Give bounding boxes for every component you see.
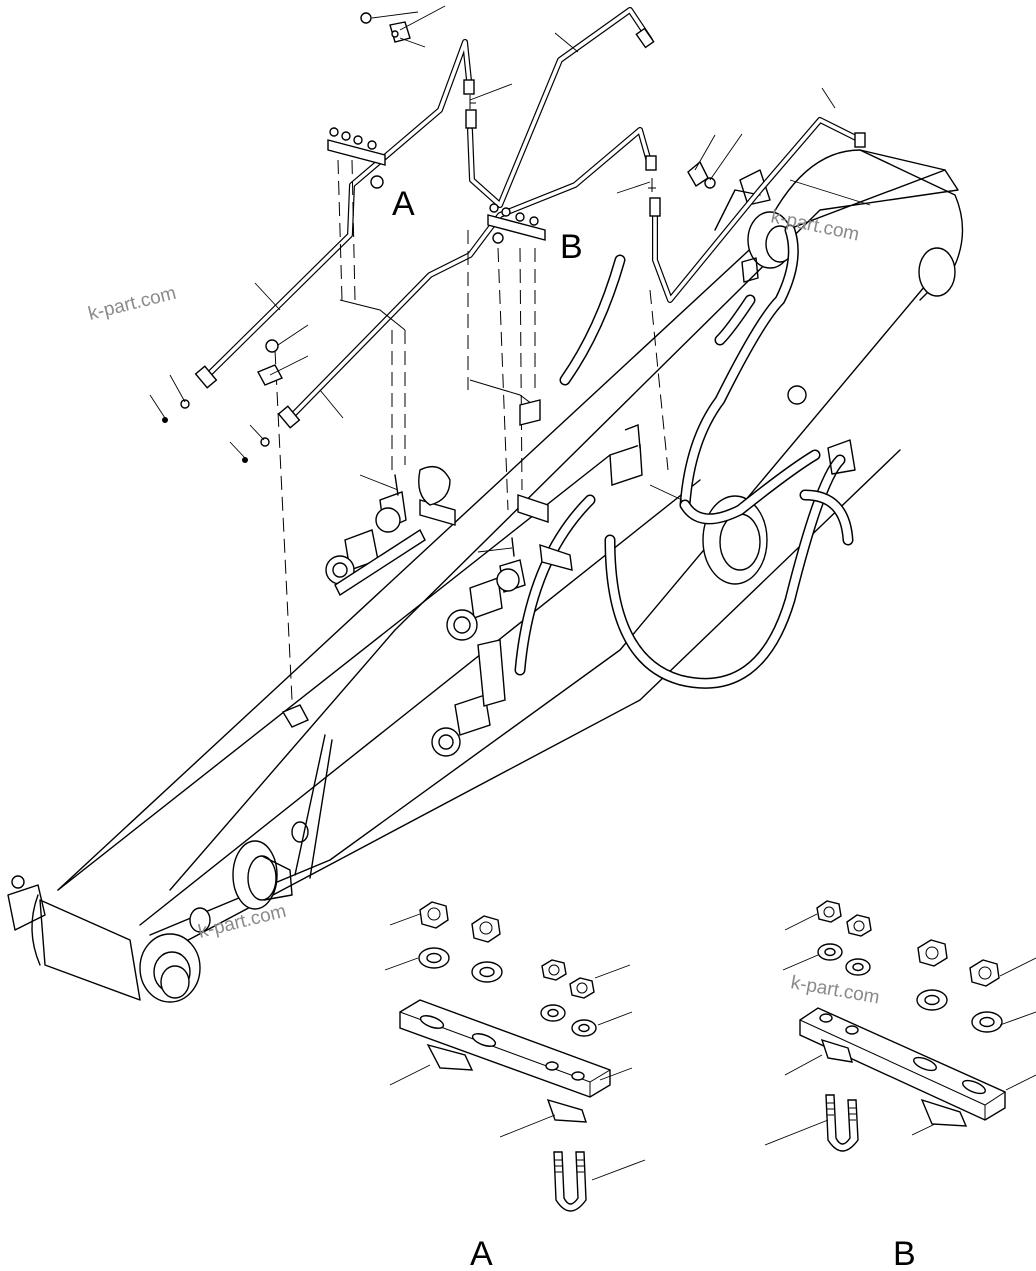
detail-a-clamp-plate	[399, 999, 611, 1098]
upper-pipes	[194, 7, 866, 429]
main-hoses	[514, 224, 856, 689]
detail-a-clamp-block	[426, 1043, 587, 1123]
detail-b-clamp-plate	[799, 1007, 1006, 1121]
boom-clamp-2	[446, 494, 573, 641]
detail-b-exploded	[764, 900, 1036, 1152]
loose-fittings	[162, 12, 716, 557]
detail-a-washer	[418, 947, 597, 1037]
detail-a-nut	[419, 901, 595, 999]
label-b-in-drawing: B	[560, 228, 583, 266]
clamp-a-installed	[327, 127, 386, 189]
detail-a-u-bolt	[553, 1151, 587, 1212]
watermark-1: k-part.com	[86, 283, 178, 325]
detail-b-u-bolt	[825, 1094, 859, 1152]
detail-b-washer	[817, 943, 1003, 1033]
watermark-4: k-part.com	[789, 972, 881, 1008]
boom-body	[7, 149, 964, 1003]
watermark-3: k-part.com	[196, 901, 288, 943]
assembly-lines	[274, 95, 669, 701]
label-detail-a: A	[470, 1235, 493, 1271]
detail-a-exploded	[384, 901, 646, 1212]
boom-bracket-upper	[519, 399, 643, 486]
boom-pad	[281, 704, 309, 728]
label-detail-b: B	[893, 1235, 916, 1271]
detail-b-nut	[816, 900, 1000, 987]
boom-clamp-1	[325, 466, 456, 597]
detail-a-leaders	[384, 913, 646, 1181]
detail-b-clamp-block	[820, 1038, 968, 1127]
boom-clamp-3	[431, 639, 506, 757]
label-a-in-drawing: A	[392, 185, 415, 223]
clamp-b-installed	[487, 203, 546, 244]
detail-b-leaders	[764, 913, 1036, 1146]
leader-lines	[149, 5, 871, 553]
